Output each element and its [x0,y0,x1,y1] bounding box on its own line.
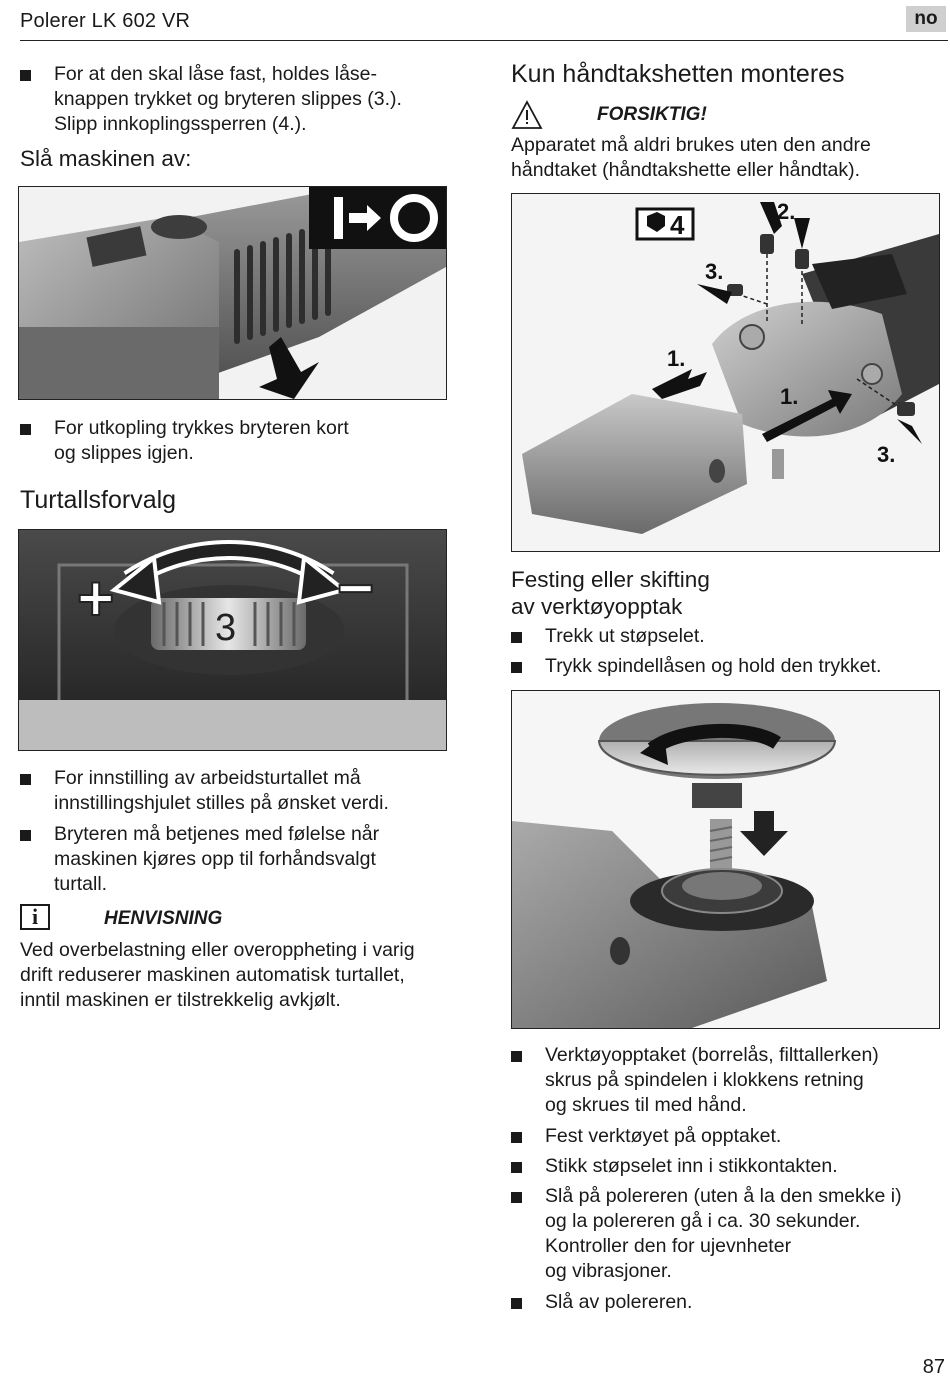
step-2-label: 2. [777,199,795,224]
switch-off-figure [18,186,447,400]
bullet-square-icon [511,632,522,643]
switch-off-symbol [334,194,438,242]
warning-triangle-icon [511,100,543,129]
page-number: 87 [922,1356,945,1378]
step-3a-label: 3. [705,259,723,284]
hex-key-callout [635,207,695,241]
bullet-square-icon [20,70,31,81]
bullet-square-icon [20,424,31,435]
bullet-square-icon [20,830,31,841]
caution-text: Apparatet må aldri brukes uten den andre… [511,134,871,181]
bullet-square-icon [511,1162,522,1173]
language-badge: no [906,6,946,32]
bullet-square-icon [511,1192,522,1203]
tool-heading: Festing eller skifting av verktøyopptak [511,567,710,619]
note-text: Ved overbelastning eller overoppheting i… [20,939,415,1011]
caution-label: FORSIKTIG! [597,104,707,125]
bullet-square-icon [511,1298,522,1309]
bullet-square-icon [20,774,31,785]
dial-value: 3 [215,607,236,649]
info-icon: i [20,904,50,930]
speed-heading: Turtallsforvalg [20,486,177,514]
switch-off-heading: Slå maskinen av: [20,146,192,171]
speed-dial-figure: 3 + − [18,529,447,751]
step-1b-label: 1. [780,384,798,409]
handle-heading: Kun håndtakshetten monteres [511,60,845,88]
bullet-square-icon [511,1051,522,1062]
header-rule [20,40,948,41]
bullet-square-icon [511,662,522,673]
dial-minus: − [337,552,374,624]
tool-holder-figure [511,690,940,1029]
step-3b-label: 3. [877,442,895,467]
dial-plus: + [77,562,114,634]
document-title: Polerer LK 602 VR [20,10,191,32]
hex-key-size: 4 [670,210,685,240]
handle-assembly-figure: 4 2. 3. 1. 1. 3. [511,193,940,552]
note-label: HENVISNING [104,908,223,929]
bullet-square-icon [511,1132,522,1143]
step-1a-label: 1. [667,346,685,371]
